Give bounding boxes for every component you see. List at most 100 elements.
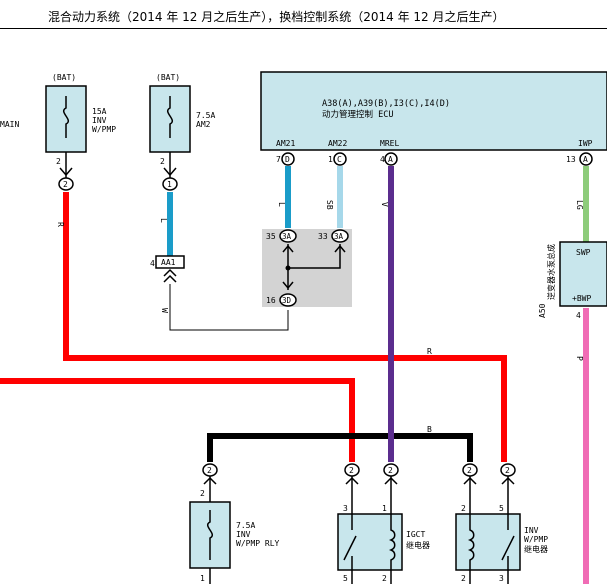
- aa1-chevron: [163, 268, 177, 283]
- junction-conn-35-label: 3A: [282, 232, 292, 241]
- relay2-switch: [501, 514, 515, 570]
- relay1-leads-bottom: [351, 570, 392, 584]
- fuse2-pin: 2: [160, 157, 165, 166]
- fuse1-connector-label: 2: [63, 180, 68, 189]
- fuse1-pin: 2: [56, 157, 61, 166]
- relay1-label1: IGCT: [406, 530, 425, 539]
- title-divider: [0, 28, 607, 29]
- aa1-num: 4: [150, 259, 155, 268]
- junction-pin-35: 35: [266, 232, 276, 241]
- relay2-coil: [467, 514, 475, 570]
- junction-conn-16: [279, 293, 297, 307]
- relay1-pin-top-1: 3: [343, 504, 348, 513]
- connector-am22-label: C: [337, 155, 342, 164]
- wire-label-r-horizontal: R: [427, 347, 432, 356]
- junction-arrow-1: [282, 244, 294, 253]
- ecu-name: 动力管理控制 ECU: [322, 109, 393, 120]
- pump-id: A50: [538, 303, 547, 318]
- fuse3-name1: INV: [236, 530, 251, 539]
- fuse1-connector: [58, 177, 74, 191]
- bottom-leads: [209, 476, 509, 514]
- junction-pin-33: 33: [318, 232, 328, 241]
- connector-am21: [281, 152, 295, 166]
- fuse1-name1: INV: [92, 116, 107, 125]
- pump-name: 逆变器水泵总成: [546, 244, 556, 300]
- relay2-pin-bottom-2: 3: [499, 574, 504, 583]
- ecu-pin-label-am22: AM22: [328, 139, 347, 148]
- relay1-pin-bottom-1: 5: [343, 574, 348, 583]
- junction-conn-35: [279, 229, 297, 243]
- junction-pin-16: 16: [266, 296, 276, 305]
- fuse3-rating: 7.5A: [236, 521, 255, 530]
- fuse1-arrow: [59, 167, 73, 177]
- pump-bwp: +BWP: [572, 294, 591, 303]
- junction-arrow-2: [334, 244, 346, 253]
- ecu-pin-num-mrel: 4: [380, 155, 385, 164]
- fuse2-source: (BAT): [156, 73, 180, 82]
- wire-label-r-vertical: R: [56, 222, 65, 227]
- relay2-leads-bottom: [469, 570, 509, 584]
- pump-swp: SWP: [576, 248, 591, 257]
- connector-am21-label: D: [285, 155, 290, 164]
- wire-black-bus: [207, 433, 473, 462]
- relay1-box: [337, 513, 403, 571]
- ecu-pin-label-mrel: MREL: [380, 139, 399, 148]
- bottom-arrows: [203, 476, 515, 485]
- aa1-label: AA1: [161, 258, 176, 267]
- fuse2-box: [149, 85, 191, 153]
- ecu-pin-num-iwp: 13: [566, 155, 576, 164]
- wire-label-l-am21: L: [277, 202, 286, 207]
- connector-am22: [333, 152, 347, 166]
- fuse1-rating: 15A: [92, 107, 107, 116]
- connector-iwp-label: A: [583, 155, 588, 164]
- bottom-conn-2-label: 2: [349, 466, 354, 475]
- fuse3-symbol: [207, 510, 213, 560]
- wire-red-main: [63, 192, 507, 462]
- fuse2-connector: [162, 177, 178, 191]
- bottom-conn-4-label: 2: [467, 466, 472, 475]
- fuse3-pin: 2: [200, 489, 205, 498]
- main-label: MAIN: [0, 120, 19, 129]
- fuse2-connector-label: 1: [167, 180, 172, 189]
- relay1-coil: [388, 514, 396, 570]
- ecu-pin-num-am22: 1: [328, 155, 333, 164]
- bottom-conn-3-label: 2: [388, 466, 393, 475]
- connector-mrel-label: A: [388, 155, 393, 164]
- wire-red-left: [0, 378, 355, 462]
- wire-label-v: V: [380, 202, 389, 207]
- wire-label-l-am2: L: [159, 218, 168, 223]
- wire-white-w: [169, 284, 289, 331]
- fuse1-symbol: [63, 96, 69, 138]
- aa1-box: [155, 255, 185, 269]
- bottom-conn-5-label: 2: [505, 466, 510, 475]
- fuse1-name2: W/PMP: [92, 125, 116, 134]
- relay1-switch: [343, 514, 357, 570]
- connector-iwp: [579, 152, 593, 166]
- junction-arrow-3: [282, 281, 294, 290]
- wire-label-lg: LG: [575, 200, 584, 210]
- relay1-pin-bottom-2: 2: [382, 574, 387, 583]
- relay2-pin-top-2: 5: [499, 504, 504, 513]
- fuse1-source: (BAT): [52, 73, 76, 82]
- page-title: 混合动力系统（2014 年 12 月之后生产），换档控制系统（2014 年 12…: [48, 10, 505, 24]
- relay2-pin-bottom-1: 2: [461, 574, 466, 583]
- ecu-pin-label-iwp: IWP: [578, 139, 593, 148]
- relay1-pin-top-2: 1: [382, 504, 387, 513]
- junction-conn-33: [331, 229, 349, 243]
- ecu-refs: A38(A),A39(B),I3(C),I4(D): [322, 99, 450, 109]
- fuse3-name2: W/PMP RLY: [236, 539, 280, 548]
- fuse2-arrow: [163, 167, 177, 177]
- fuse3-pin-bottom: 1: [200, 574, 205, 583]
- junction-node-1: [285, 265, 291, 271]
- relay2-box: [455, 513, 521, 571]
- ecu-box: [260, 71, 607, 151]
- pump-pin-bottom: 4: [576, 311, 581, 320]
- connector-mrel: [384, 152, 398, 166]
- wire-label-p: P: [575, 356, 584, 361]
- fuse2-name1: AM2: [196, 120, 211, 129]
- relay1-label2: 继电器: [406, 540, 430, 550]
- relay2-label2: W/PMP: [524, 535, 548, 544]
- bottom-conn-1-label: 2: [207, 466, 212, 475]
- wire-label-b: B: [427, 425, 432, 434]
